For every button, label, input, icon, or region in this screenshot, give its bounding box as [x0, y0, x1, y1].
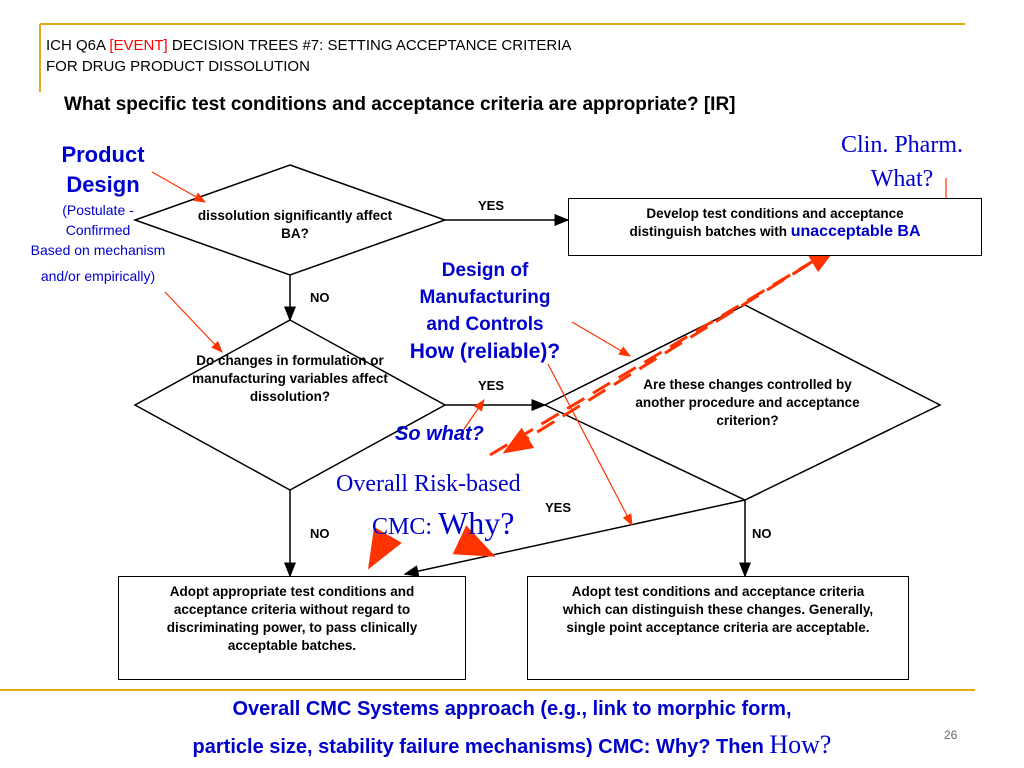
decision-1-text: dissolution significantly affect BA?	[197, 208, 393, 241]
clin-pharm-label: Clin. Pharm. What?	[812, 128, 992, 196]
risk-based-line-1: Overall Risk-based	[336, 471, 521, 497]
edge-label-no-1: NO	[310, 290, 330, 305]
footer-line-2: particle size, stability failure mechani…	[0, 732, 1024, 760]
edge-label-yes-2: YES	[478, 378, 505, 393]
risk-based-line-2: CMC: Why?	[372, 505, 514, 548]
thick-arrow-left	[368, 526, 402, 570]
develop-box-line-1: Develop test conditions and acceptance	[646, 206, 904, 221]
arrow-so-what	[459, 399, 485, 436]
footer-text: particle size, stability failure mechani…	[192, 736, 770, 758]
edge-yes-3	[403, 499, 746, 577]
thick-arrow-right	[452, 525, 496, 557]
arrow-postulate	[164, 291, 223, 353]
develop-test-conditions-box: Develop test conditions and acceptance d…	[568, 198, 982, 256]
decision-2-text: Do changes in formulation or manufacturi…	[192, 353, 388, 404]
decision-3-text: Are these changes controlled by another …	[635, 377, 860, 428]
unacceptable-ba-text: unacceptable BA	[790, 223, 921, 240]
develop-box-text: distinguish batches with	[629, 224, 791, 239]
slide-title-line-2: FOR DRUG PRODUCT DISSOLUTION	[46, 58, 310, 75]
how-reliable-text: How (reliable)?	[409, 340, 561, 363]
postulate-line-1: (Postulate -	[62, 202, 134, 218]
design-mfg-line-2: Manufacturing	[419, 287, 551, 308]
postulate-line-2: Confirmed	[65, 222, 131, 238]
title-suffix: DECISION TREES #7: SETTING ACCEPTANCE CR…	[167, 37, 572, 54]
postulate-note: (Postulate - Confirmed Based on mechanis…	[8, 200, 188, 286]
arrow-how-reliable	[547, 363, 633, 527]
adopt-distinguishing-box: Adopt test conditions and acceptance cri…	[527, 576, 909, 680]
design-mfg-line-3: and Controls	[426, 314, 544, 335]
why-text: Why?	[438, 505, 515, 541]
edge-label-yes-3: YES	[545, 500, 572, 515]
clin-pharm-line-2: What?	[870, 166, 934, 192]
slide-title-line-1: ICH Q6A [EVENT] DECISION TREES #7: SETTI…	[46, 37, 571, 55]
design-of-manufacturing-label: Design of Manufacturing and Controls How…	[380, 257, 590, 365]
clin-pharm-line-1: Clin. Pharm.	[840, 132, 963, 158]
develop-box-line-2: distinguish batches with unacceptable BA	[569, 223, 981, 241]
arrow-design-mfg	[571, 321, 632, 357]
design-mfg-line-1: Design of	[441, 260, 529, 281]
footer-line-1: Overall CMC Systems approach (e.g., link…	[232, 698, 792, 720]
title-event-tag: [EVENT]	[109, 37, 168, 54]
edge-label-yes-1: YES	[478, 198, 505, 213]
dashed-arrow-to-so-what	[502, 246, 836, 454]
design-label: Design	[66, 172, 140, 197]
cmc-text: CMC:	[372, 514, 439, 540]
adopt-without-discriminating-box: Adopt appropriate test conditions and ac…	[118, 576, 466, 680]
postulate-line-4: and/or empirically)	[40, 268, 156, 284]
edge-label-no-3: NO	[752, 526, 772, 541]
so-what-label: So what?	[395, 423, 484, 445]
page-number: 26	[944, 728, 958, 742]
question-heading: What specific test conditions and accept…	[64, 94, 736, 115]
footer-how-text: How?	[769, 730, 832, 759]
edge-label-no-2: NO	[310, 526, 330, 541]
title-prefix: ICH Q6A	[46, 37, 110, 54]
postulate-line-3: Based on mechanism	[30, 242, 166, 258]
product-label: Product	[61, 142, 145, 167]
arrow-product-design	[151, 171, 207, 203]
